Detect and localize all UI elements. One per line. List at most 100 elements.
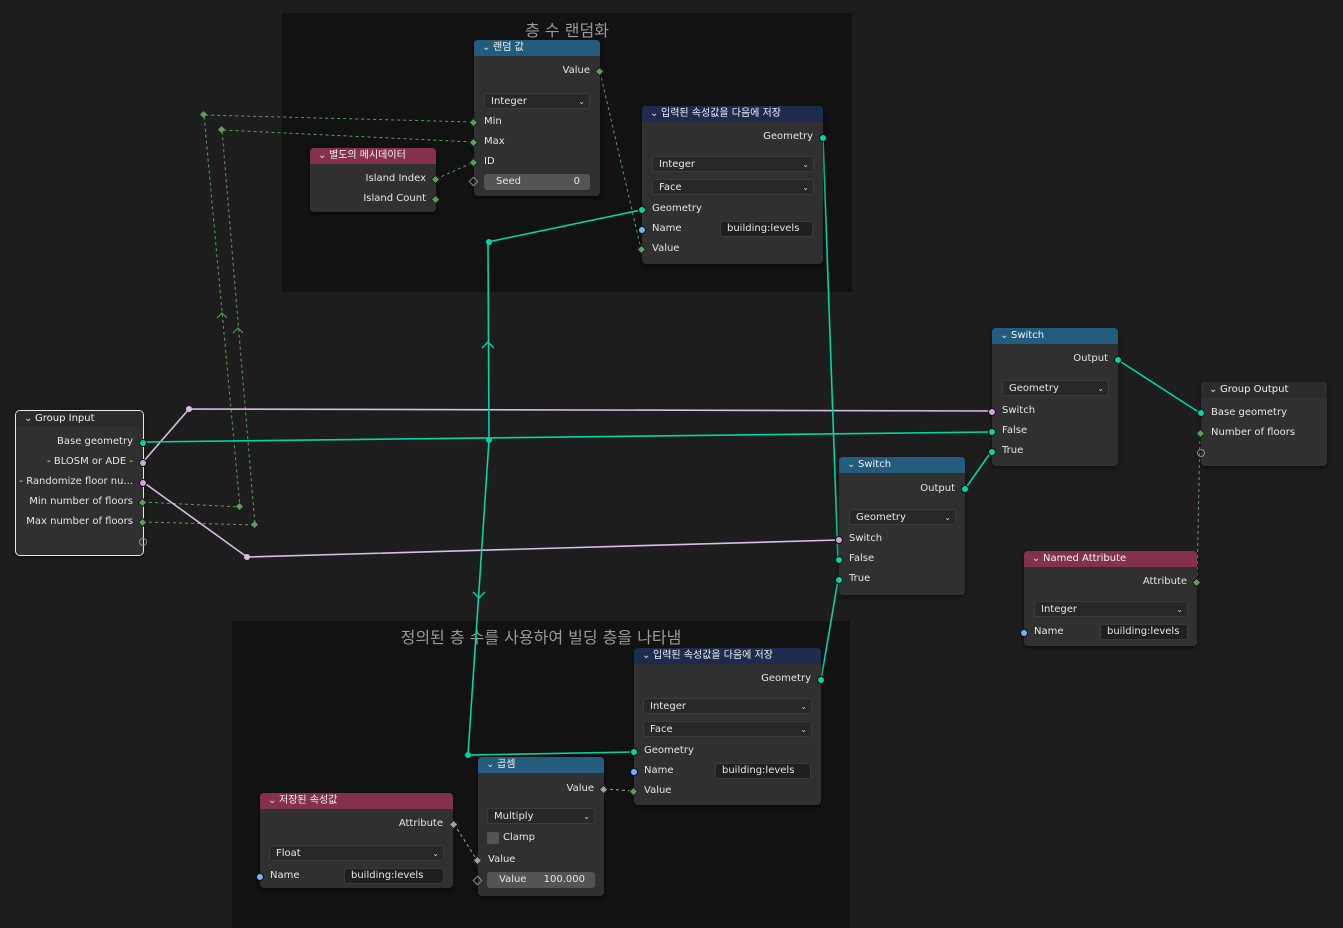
name-field[interactable]: building:levels — [715, 763, 811, 779]
node-group-input[interactable]: ⌄Group Input Base geometry - BLOSM or AD… — [15, 410, 148, 556]
node-header[interactable]: ⌄랜덤 값 — [474, 40, 600, 56]
socket-true-in[interactable] — [835, 576, 843, 584]
input-name-label: Name — [652, 223, 682, 234]
socket-base-geometry-in[interactable] — [1197, 409, 1205, 417]
chevron-down-icon[interactable]: ⌄ — [642, 650, 651, 661]
chevron-down-icon[interactable]: ⌄ — [486, 759, 495, 770]
node-header[interactable]: ⌄입력된 속성값을 다음에 저장 — [634, 648, 821, 664]
data-type-select[interactable]: Float⌄ — [269, 845, 444, 861]
input-name-label: Name — [270, 870, 300, 881]
socket-switch-in[interactable] — [835, 536, 843, 544]
chevron-down-icon[interactable]: ⌄ — [1209, 384, 1218, 395]
chevron-down-icon[interactable]: ⌄ — [1032, 553, 1041, 564]
socket-name-in[interactable] — [638, 226, 646, 234]
socket-false-in[interactable] — [835, 556, 843, 564]
chevron-down-icon[interactable]: ⌄ — [847, 459, 856, 470]
socket-base-geometry-out[interactable] — [139, 439, 147, 447]
data-type-select[interactable]: Integer⌄ — [484, 93, 590, 109]
node-header[interactable]: ⌄Switch — [992, 328, 1118, 344]
input-value: Value — [488, 854, 516, 865]
frame-title: 층 수 랜덤화 — [525, 21, 609, 40]
node-header[interactable]: ⌄곱셈 — [478, 757, 604, 773]
data-type-select[interactable]: Geometry⌄ — [849, 509, 956, 525]
node-stored-attribute[interactable]: ⌄저장된 속성값 Attribute Float⌄ Name building:… — [256, 793, 459, 888]
output-attribute: Attribute — [398, 818, 443, 829]
link-base-geometry — [142, 431, 992, 443]
output-randomize: - Randomize floor nu... — [19, 476, 133, 487]
node-header[interactable]: ⌄별도의 메시데이터 — [310, 148, 436, 164]
chevron-down-icon[interactable]: ⌄ — [482, 42, 491, 53]
domain-select[interactable]: Face⌄ — [643, 721, 812, 737]
output-base-geometry: Base geometry — [57, 436, 133, 447]
link-stored-attr — [453, 823, 478, 861]
socket-false-in[interactable] — [988, 428, 996, 436]
link-island-index — [435, 161, 475, 180]
name-field[interactable]: building:levels — [344, 868, 444, 884]
input-num-floors: Number of floors — [1211, 427, 1296, 438]
input-false: False — [849, 553, 875, 564]
data-type-select[interactable]: Integer⌄ — [1034, 601, 1188, 617]
clamp-checkbox[interactable] — [487, 832, 499, 844]
socket-switch-in[interactable] — [988, 408, 996, 416]
data-type-select[interactable]: Integer⌄ — [643, 698, 812, 714]
name-field[interactable]: building:levels — [720, 221, 813, 237]
chevron-down-icon[interactable]: ⌄ — [318, 150, 327, 161]
chevron-down-icon[interactable]: ⌄ — [650, 108, 659, 119]
socket-geometry-in[interactable] — [630, 748, 638, 756]
socket-randomize-out[interactable] — [139, 479, 147, 487]
node-header[interactable]: ⌄Named Attribute — [1024, 551, 1197, 567]
chevron-down-icon[interactable]: ⌄ — [1000, 330, 1009, 341]
link-switch-top-out — [1117, 359, 1201, 414]
input-false: False — [1002, 425, 1028, 436]
output-min-floors: Min number of floors — [29, 496, 133, 507]
socket-geometry-out[interactable] — [819, 134, 827, 142]
chevron-down-icon[interactable]: ⌄ — [268, 795, 277, 806]
node-switch-mid[interactable]: ⌄Switch Output Geometry⌄ Switch False Tr… — [835, 457, 969, 595]
chevron-down-icon: ⌄ — [800, 702, 807, 711]
socket-true-in[interactable] — [988, 448, 996, 456]
output-blosm: - BLOSM or ADE - — [47, 456, 133, 467]
node-group-output[interactable]: ⌄Group Output Base geometry Number of fl… — [1195, 382, 1327, 466]
node-header[interactable]: ⌄Switch — [839, 457, 965, 473]
node-header[interactable]: ⌄Group Input — [16, 411, 143, 427]
chevron-down-icon[interactable]: ⌄ — [24, 413, 33, 424]
socket-empty-out[interactable] — [139, 538, 147, 546]
data-type-select[interactable]: Geometry⌄ — [1002, 380, 1109, 396]
node-mesh-island[interactable]: ⌄별도의 메시데이터 Island Index Island Count — [310, 148, 441, 212]
socket-geometry-out[interactable] — [817, 676, 825, 684]
output-geometry: Geometry — [761, 673, 811, 684]
chevron-down-icon: ⌄ — [578, 97, 585, 106]
socket-name-in[interactable] — [630, 768, 638, 776]
node-named-attribute[interactable]: ⌄Named Attribute Attribute Integer⌄ Name… — [1020, 551, 1202, 646]
socket-output-out[interactable] — [961, 485, 969, 493]
socket-blosm-out[interactable] — [139, 459, 147, 467]
socket-geometry-in[interactable] — [638, 206, 646, 214]
input-value: Value — [652, 243, 680, 254]
chevron-down-icon: ⌄ — [800, 725, 807, 734]
socket-empty-in[interactable] — [1197, 449, 1205, 457]
chevron-down-icon: ⌄ — [432, 849, 439, 858]
chevron-down-icon: ⌄ — [583, 812, 590, 821]
socket-output-out[interactable] — [1114, 356, 1122, 364]
socket-name-in[interactable] — [256, 873, 264, 881]
node-switch-top[interactable]: ⌄Switch Output Geometry⌄ Switch False Tr… — [988, 328, 1122, 466]
output-geometry: Geometry — [763, 131, 813, 142]
operation-select[interactable]: Multiply⌄ — [487, 808, 595, 824]
name-field[interactable]: building:levels — [1100, 624, 1188, 640]
node-store-attribute-bottom[interactable]: ⌄입력된 속성값을 다음에 저장 Geometry Integer⌄ Face⌄… — [628, 648, 825, 805]
input-geometry: Geometry — [652, 203, 702, 214]
output-output: Output — [920, 483, 955, 494]
data-type-select[interactable]: Integer⌄ — [652, 156, 814, 172]
node-header[interactable]: ⌄Group Output — [1201, 382, 1327, 398]
node-store-attribute-top[interactable]: ⌄입력된 속성값을 다음에 저장 Geometry Integer⌄ Face⌄… — [636, 106, 827, 264]
input-base-geometry: Base geometry — [1211, 407, 1287, 418]
socket-name-in[interactable] — [1020, 629, 1028, 637]
domain-select[interactable]: Face⌄ — [652, 179, 814, 195]
node-header[interactable]: ⌄저장된 속성값 — [260, 793, 453, 809]
node-header[interactable]: ⌄입력된 속성값을 다음에 저장 — [642, 106, 823, 122]
